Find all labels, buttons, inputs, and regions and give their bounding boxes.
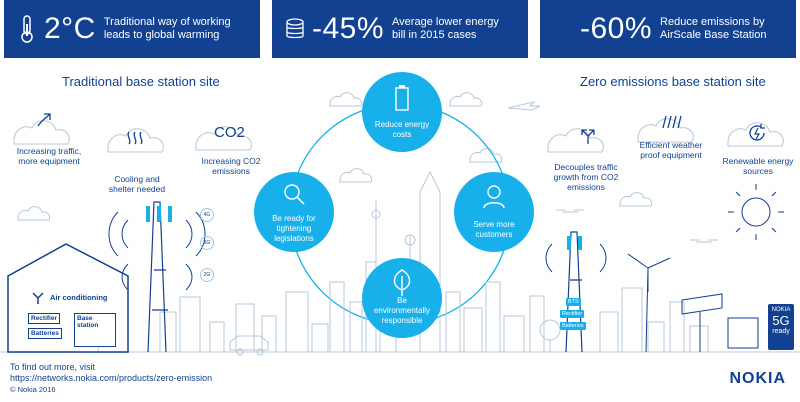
caption-decouples: Decouples traffic growth from CO2 emissi… xyxy=(553,162,619,192)
caption-weather-proof: Efficient weather proof equipment xyxy=(639,140,703,160)
circle-reduce-energy: Reduce energy costs xyxy=(362,72,442,152)
circle-environment: Be environmentally responsible xyxy=(362,258,442,338)
stat-text: Traditional way of working leads to glob… xyxy=(103,16,231,41)
footer-cta: To find out more, visit xyxy=(10,362,96,372)
traditional-site-title: Traditional base station site xyxy=(62,74,220,89)
renewable-icon xyxy=(749,124,765,141)
signal-2g: 2G xyxy=(200,268,214,282)
circle-serve-customers: Serve more customers xyxy=(454,172,534,252)
circle-legislation: Be ready for tightening legislations xyxy=(254,172,334,252)
magnifier-icon xyxy=(284,184,305,205)
rectifier-box: Rectifier xyxy=(28,313,61,324)
stat-value: 2°C xyxy=(44,12,96,45)
rectifier-label: Rectifier xyxy=(560,310,585,318)
rain-icon xyxy=(662,115,682,129)
footer-link[interactable]: https://networks.nokia.com/products/zero… xyxy=(10,373,213,383)
stat-text: Reduce emissions by AirScale Base Statio… xyxy=(660,16,767,41)
batteries-label: Batteries xyxy=(560,322,586,330)
user-add-icon xyxy=(483,185,505,209)
thermometer-icon xyxy=(21,15,33,43)
air-conditioning-label: Air conditioning xyxy=(50,293,108,302)
heat-waves-icon xyxy=(127,131,143,145)
fan-icon xyxy=(32,292,44,304)
circle-label: Serve more customers xyxy=(473,220,515,239)
circle-label: Reduce energy costs xyxy=(374,120,430,139)
badge-brand: NOKIA xyxy=(771,307,791,313)
footer: To find out more, visit https://networks… xyxy=(10,362,212,395)
stat-banner-energy: -45% Average lower energy bill in 2015 c… xyxy=(272,0,528,58)
battery-icon xyxy=(395,85,409,111)
base-station-box: Base station xyxy=(74,313,116,347)
coins-icon xyxy=(286,18,304,39)
co2-symbol: CO2 xyxy=(214,124,245,141)
split-arrow-icon xyxy=(581,129,595,144)
stat-banner-emissions: -60% Reduce emissions by AirScale Base S… xyxy=(540,0,796,58)
nokia-logo: NOKIA xyxy=(729,370,786,387)
stat-text: Average lower energy bill in 2015 cases xyxy=(392,16,499,41)
caption-increasing-traffic: Increasing traffic, more equipment xyxy=(16,146,82,166)
bts-label: BTS xyxy=(566,298,581,306)
stat-value: -60% xyxy=(580,12,653,45)
caption-cooling: Cooling and shelter needed xyxy=(108,174,166,194)
signal-4g: 4G xyxy=(200,208,214,222)
circle-label: Be ready for tightening legislations xyxy=(272,214,316,243)
5g-ready-badge: NOKIA 5G ready xyxy=(768,304,794,350)
zero-emission-site-title: Zero emissions base station site xyxy=(580,74,766,89)
badge-ready: ready xyxy=(772,328,790,335)
signal-3g: 3G xyxy=(200,236,214,250)
leaf-icon xyxy=(393,269,411,296)
caption-renewable: Renewable energy sources xyxy=(722,156,794,176)
stat-banner-warming: 2°C Traditional way of working leads to … xyxy=(4,0,260,58)
circle-label: Be environmentally responsible xyxy=(373,296,431,325)
caption-co2: Increasing CO2 emissions xyxy=(201,156,261,176)
badge-5g: 5G xyxy=(772,313,790,328)
footer-copyright: © Nokia 2016 xyxy=(10,385,56,394)
batteries-box: Batteries xyxy=(28,328,62,339)
arrow-up-icon xyxy=(37,113,51,127)
stat-value: -45% xyxy=(312,12,385,45)
